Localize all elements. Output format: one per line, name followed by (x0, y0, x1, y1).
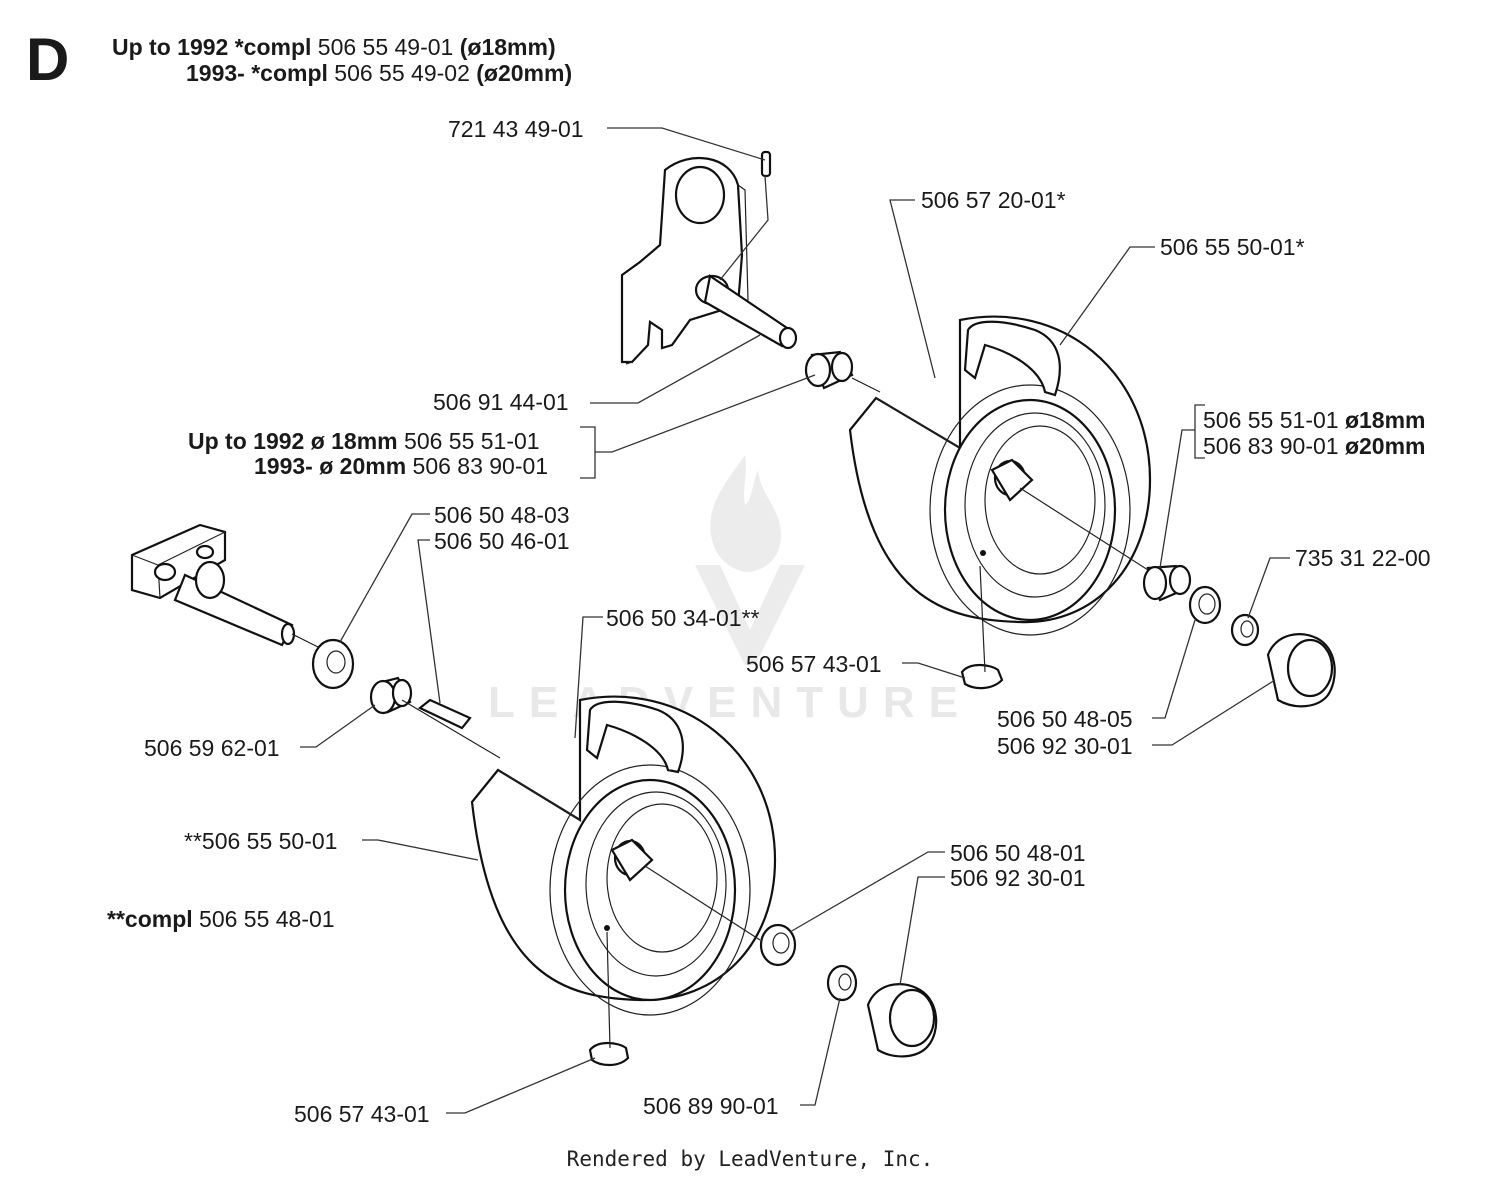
label-506-91-44-01[interactable]: 506 91 44-01 (433, 389, 569, 415)
bushing-right-row-1: 506 55 51-01 ø18mm (1203, 407, 1426, 433)
label-506-89-90-01[interactable]: 506 89 90-01 (643, 1093, 779, 1119)
label-506-57-43-01-top[interactable]: 506 57 43-01 (746, 651, 882, 677)
bushing-left-row-2: 1993- ø 20mm 506 83 90-01 (254, 453, 549, 479)
stub-axle (694, 274, 798, 350)
bushing-bottom-left (369, 676, 413, 715)
label-506-55-50-01-top[interactable]: 506 55 50-01* (1160, 234, 1305, 260)
rendered-by-footer: Rendered by LeadVenture, Inc. (566, 1147, 934, 1171)
spacer-bushing-top (804, 350, 854, 390)
label-735-31-22-00[interactable]: 735 31 22-00 (1295, 545, 1431, 571)
label-506-50-48-05[interactable]: 506 50 48-05 (997, 706, 1133, 732)
watermark-text: LEADVENTURE (488, 678, 973, 727)
label-506-59-62-01[interactable]: 506 59 62-01 (144, 735, 280, 761)
section-letter: D (26, 26, 70, 93)
washer-bottom-right (759, 923, 797, 967)
hub-cap-bottom (866, 983, 938, 1058)
label-506-92-30-01-top[interactable]: 506 92 30-01 (997, 733, 1133, 759)
label-506-55-50-01-bottom[interactable]: **506 55 50-01 (184, 828, 338, 854)
assembly-header: Up to 1992 *compl 506 55 49-01 (ø18mm) 1… (112, 34, 572, 86)
watermark-logo-icon (695, 455, 805, 665)
key-part (417, 698, 472, 730)
bushing-left-row-1: Up to 1992 ø 18mm 506 55 51-01 (188, 428, 540, 454)
washer-bottom-left (311, 638, 355, 690)
label-506-92-30-01-bottom[interactable]: 506 92 30-01 (950, 865, 1086, 891)
valve-bottom (588, 931, 630, 1067)
label-506-50-48-01[interactable]: 506 50 48-01 (950, 840, 1086, 866)
pin-part (760, 150, 772, 178)
label-506-57-43-01-bottom[interactable]: 506 57 43-01 (294, 1101, 430, 1127)
label-721-43-49-01[interactable]: 721 43 49-01 (448, 116, 584, 142)
washer-top-right (1188, 585, 1222, 625)
leader-lines (300, 127, 1290, 1114)
label-506-50-46-01[interactable]: 506 50 46-01 (434, 528, 570, 554)
valve-top (960, 565, 1004, 690)
wheel-bottom (470, 695, 777, 1016)
bushing-right-row-2: 506 83 90-01 ø20mm (1203, 433, 1426, 459)
label-506-50-48-03[interactable]: 506 50 48-03 (434, 502, 570, 528)
header-row-1: Up to 1992 *compl 506 55 49-01 (ø18mm) (112, 34, 556, 60)
compl-wheel-label: **compl 506 55 48-01 (107, 906, 335, 932)
circlip-top (1230, 613, 1260, 647)
label-506-57-20-01[interactable]: 506 57 20-01* (921, 187, 1066, 213)
circlip-bottom (826, 964, 858, 1002)
label-506-50-34-01[interactable]: 506 50 34-01** (606, 605, 760, 631)
axle-clamp-bracket (130, 523, 296, 647)
axle-bracket (620, 156, 749, 365)
wheel-top (848, 315, 1152, 636)
header-row-2: 1993- *compl 506 55 49-02 (ø20mm) (186, 60, 573, 86)
hub-cap-top (1266, 633, 1336, 708)
bushing-top-right (1142, 564, 1192, 602)
